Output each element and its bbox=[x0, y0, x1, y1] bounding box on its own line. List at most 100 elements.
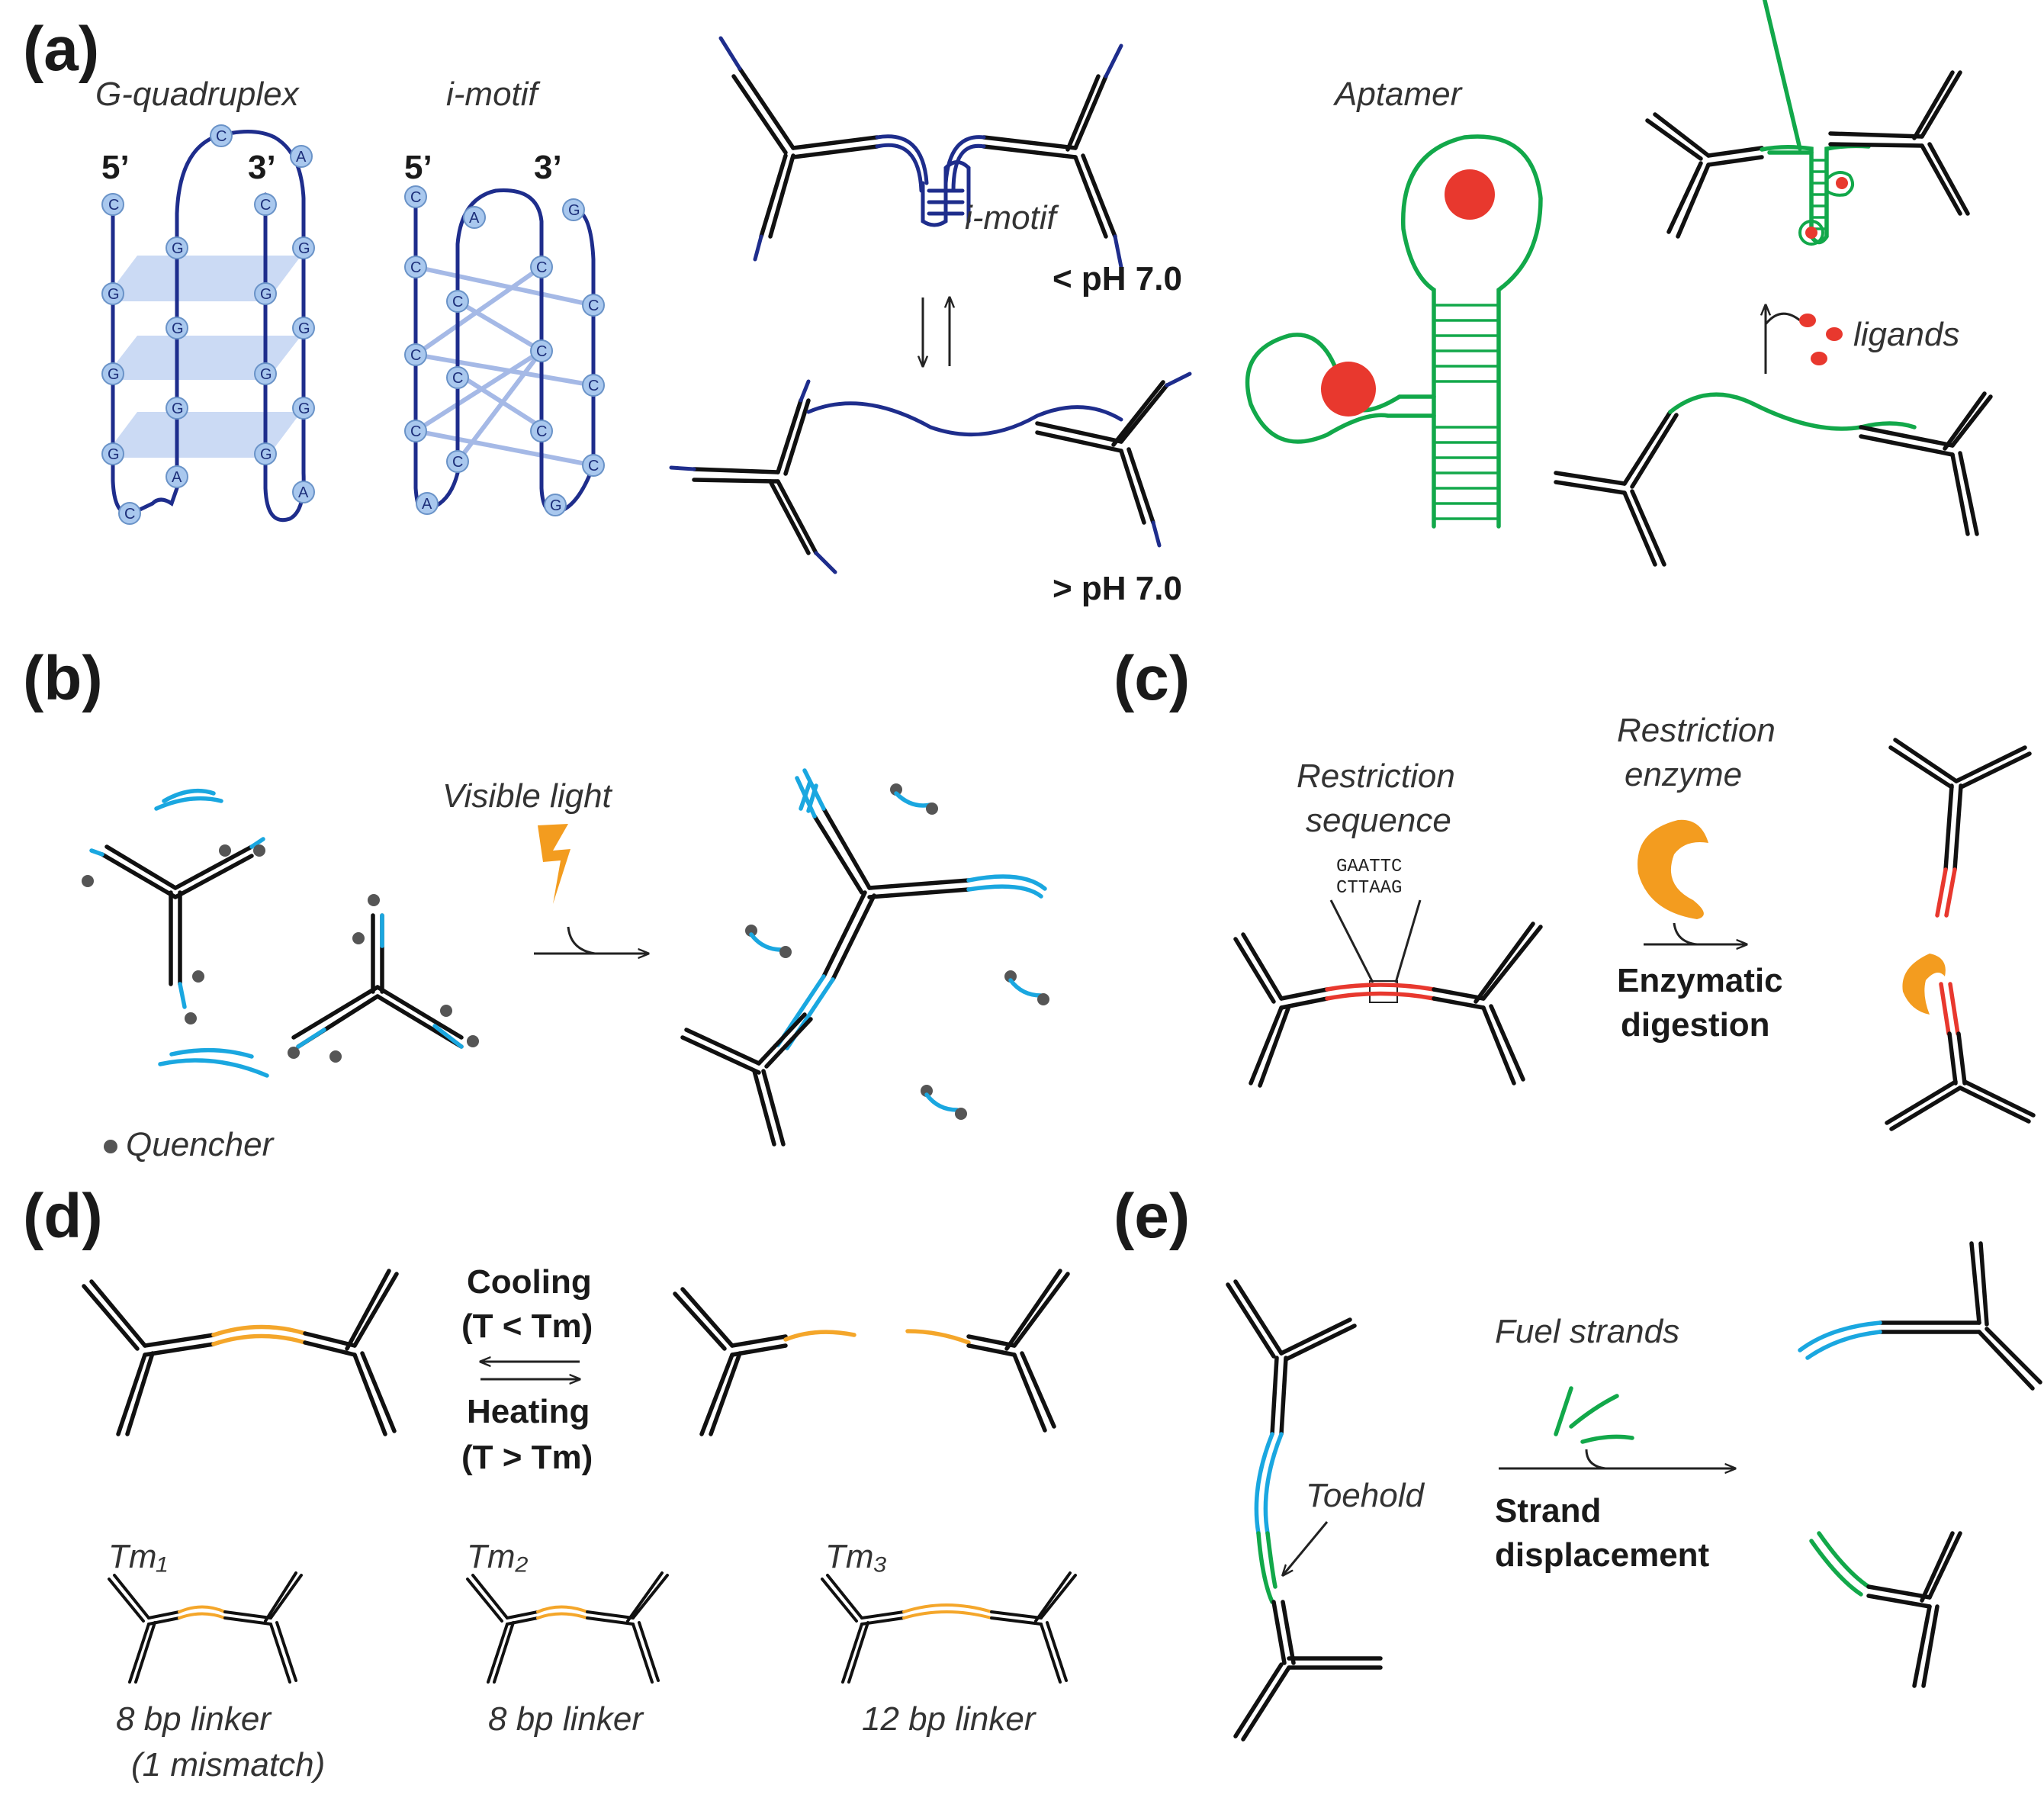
svg-text:C: C bbox=[410, 347, 421, 364]
restriction-left-tile bbox=[1233, 932, 1329, 1088]
svg-text:G: G bbox=[108, 366, 120, 383]
enzymatic-label: Enzymatic bbox=[1617, 962, 1783, 999]
svg-text:C: C bbox=[452, 294, 463, 310]
svg-text:G: G bbox=[172, 400, 184, 417]
svg-text:C: C bbox=[410, 259, 421, 276]
restriction-enzyme-label-2: enzyme bbox=[1625, 756, 1742, 793]
released-linker-top bbox=[154, 788, 223, 811]
toehold-segment bbox=[1256, 1531, 1278, 1604]
thermal-variant-2: Tm₂ 8 bp linker bbox=[466, 1538, 669, 1738]
displacement-arrow-curve bbox=[1585, 1449, 1606, 1470]
sequence-callout-lines bbox=[1329, 899, 1422, 983]
variant-1-caption: 8 bp linker bbox=[116, 1700, 272, 1738]
displaced-top-tile bbox=[1878, 1241, 2042, 1391]
restriction-right-tile bbox=[1432, 922, 1543, 1086]
bound-small-loop bbox=[1825, 171, 1854, 197]
thermal-open-right-tile bbox=[966, 1269, 1070, 1433]
bound-ligand-2 bbox=[1836, 177, 1848, 189]
heating-condition: (T > Tm) bbox=[461, 1439, 593, 1476]
digestion-arrow-curve bbox=[1673, 922, 1698, 946]
svg-text:A: A bbox=[422, 496, 432, 513]
ph-switch-folded-state bbox=[718, 36, 929, 262]
quencher-dot bbox=[82, 875, 94, 887]
digestion-label: digestion bbox=[1621, 1006, 1770, 1044]
high-ph-label: > pH 7.0 bbox=[1053, 570, 1182, 607]
variant-2-caption: 8 bp linker bbox=[488, 1700, 644, 1738]
g-tetrad-plane-3 bbox=[103, 412, 301, 458]
aptamer-stem-pairs bbox=[1434, 304, 1499, 520]
toehold-pointer bbox=[1283, 1521, 1329, 1575]
displacement-label: displacement bbox=[1495, 1536, 1710, 1574]
free-ligand-2 bbox=[1826, 327, 1843, 341]
aptamer-open-left-tile bbox=[1554, 410, 1679, 567]
svg-text:C: C bbox=[588, 298, 599, 314]
i-motif-base-pairs bbox=[414, 265, 594, 468]
displacement-top-tile bbox=[1226, 1279, 1357, 1436]
toehold-label: Toehold bbox=[1306, 1477, 1425, 1514]
svg-text:C: C bbox=[452, 454, 463, 471]
svg-text:C: C bbox=[536, 423, 547, 440]
digested-top-fragment bbox=[1935, 867, 1957, 918]
variant-1-caption-mismatch: (1 mismatch) bbox=[131, 1746, 325, 1784]
low-ph-label: < pH 7.0 bbox=[1053, 260, 1182, 298]
thermal-closed-left-tile bbox=[82, 1279, 216, 1436]
aptamer-ligand-side bbox=[1321, 362, 1376, 417]
svg-text:A: A bbox=[469, 210, 480, 227]
svg-text:G: G bbox=[298, 400, 310, 417]
svg-text:C: C bbox=[588, 378, 599, 394]
restriction-sequence-label-1: Restriction bbox=[1297, 757, 1455, 795]
panel-e: (e) Toehold Fuel strands Strand displace… bbox=[1114, 1182, 2042, 1742]
svg-text:G: G bbox=[172, 240, 184, 257]
thermal-variant-1: Tm₁ 8 bp linker (1 mismatch) bbox=[108, 1538, 325, 1784]
heating-label: Heating bbox=[467, 1393, 590, 1430]
aptamer-title: Aptamer bbox=[1332, 76, 1464, 113]
panel-c-label: (c) bbox=[1114, 644, 1190, 713]
displacement-bottom-tile bbox=[1233, 1600, 1383, 1742]
tm2-label: Tm₂ bbox=[467, 1538, 529, 1575]
panel-e-label: (e) bbox=[1114, 1182, 1190, 1251]
variant-3-caption: 12 bp linker bbox=[862, 1700, 1037, 1738]
i-motif-5-end: 5’ bbox=[404, 149, 432, 186]
panel-d-label: (d) bbox=[23, 1182, 103, 1251]
displacement-linker-cyan bbox=[1254, 1432, 1284, 1536]
tm1-label: Tm₁ bbox=[108, 1538, 167, 1575]
svg-text:C: C bbox=[108, 197, 119, 214]
ph-switch-open-left-tile bbox=[669, 379, 837, 574]
i-motif-inline-label: i-motif bbox=[965, 199, 1060, 236]
restriction-site-box bbox=[1369, 980, 1398, 1003]
quencher-legend-dot bbox=[104, 1140, 117, 1153]
free-ligand-1 bbox=[1799, 314, 1816, 327]
g-tetrad-plane-2 bbox=[103, 336, 301, 380]
restriction-linker bbox=[1325, 983, 1436, 1001]
uncaged-top-stub bbox=[799, 780, 818, 813]
svg-text:C: C bbox=[536, 259, 547, 276]
svg-text:G: G bbox=[298, 320, 310, 337]
panel-a-label: (a) bbox=[23, 14, 99, 84]
g-quadruplex-bases: C G G G C C A G G G A C G G G G G G A bbox=[101, 124, 315, 525]
light-arrow-curve bbox=[567, 926, 596, 955]
svg-text:C: C bbox=[124, 506, 135, 523]
visible-light-label: Visible light bbox=[442, 777, 613, 815]
restriction-sequence-label-2: sequence bbox=[1306, 802, 1451, 839]
svg-text:C: C bbox=[260, 197, 271, 214]
tm3-label: Tm₃ bbox=[825, 1538, 887, 1575]
free-ligand-3 bbox=[1811, 352, 1827, 365]
svg-text:C: C bbox=[216, 128, 227, 145]
svg-text:A: A bbox=[298, 484, 309, 501]
svg-text:C: C bbox=[452, 370, 463, 387]
svg-text:G: G bbox=[260, 446, 272, 463]
panel-a: (a) G-quadruplex 5’ 3’ C G G G C C A G G… bbox=[23, 0, 1993, 607]
svg-text:G: G bbox=[568, 202, 580, 219]
i-motif-title: i-motif bbox=[446, 76, 542, 113]
bound-ligand-1 bbox=[1805, 227, 1817, 239]
i-motif-strand bbox=[413, 188, 596, 515]
thermal-linker-open-right bbox=[905, 1329, 971, 1345]
svg-text:G: G bbox=[172, 320, 184, 337]
aptamer-open-right-tile bbox=[1859, 391, 1993, 536]
panel-b: (b) Visible light bbox=[23, 644, 1049, 1163]
digested-bottom-tile bbox=[1885, 1031, 2036, 1131]
g-quadruplex-structure: G-quadruplex 5’ 3’ C G G G C C A G G G A… bbox=[95, 76, 315, 525]
aptamer-bound-stem bbox=[1811, 159, 1827, 230]
g-quadruplex-strand bbox=[111, 130, 306, 522]
svg-text:G: G bbox=[108, 446, 120, 463]
